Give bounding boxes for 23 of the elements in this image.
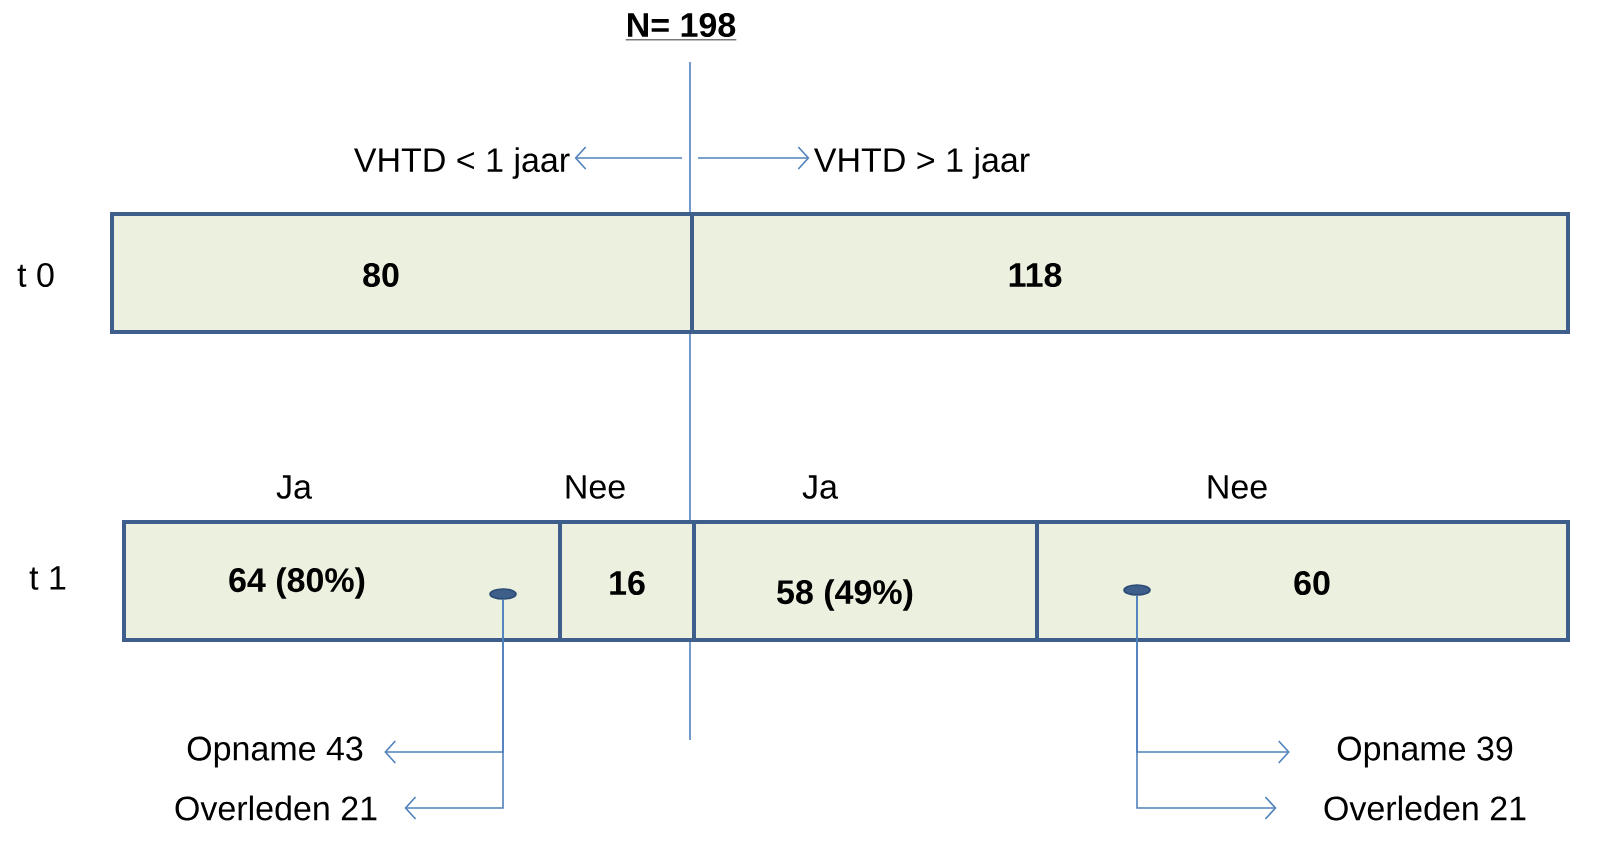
text-label: Opname 39: [1337, 736, 1513, 768]
arrow: [574, 146, 683, 170]
table-cell: 118: [690, 212, 1570, 334]
row-label: t 0: [17, 262, 54, 288]
table-cell: 16: [558, 520, 696, 642]
dot-marker: [1123, 584, 1151, 596]
text-label: VHTD > 1 jaar: [814, 147, 1030, 179]
text-label: Overleden 21: [175, 795, 377, 821]
column-heading: Nee: [566, 475, 625, 499]
table-cell: 60: [1035, 520, 1570, 642]
title: N= 198: [625, 12, 737, 41]
row-label: t 1: [29, 566, 66, 590]
arrow: [404, 599, 504, 820]
arrow: [697, 146, 810, 170]
column-heading: Nee: [1208, 475, 1267, 499]
text-label: VHTD < 1 jaar: [354, 147, 570, 179]
column-heading: Ja: [276, 475, 312, 499]
dot-marker: [489, 588, 517, 600]
text-label: Overleden 21: [1324, 795, 1526, 821]
arrow: [1136, 595, 1277, 820]
text-label: Opname 43: [187, 736, 363, 768]
table-cell: 80: [110, 212, 694, 334]
column-heading: Ja: [802, 475, 838, 499]
